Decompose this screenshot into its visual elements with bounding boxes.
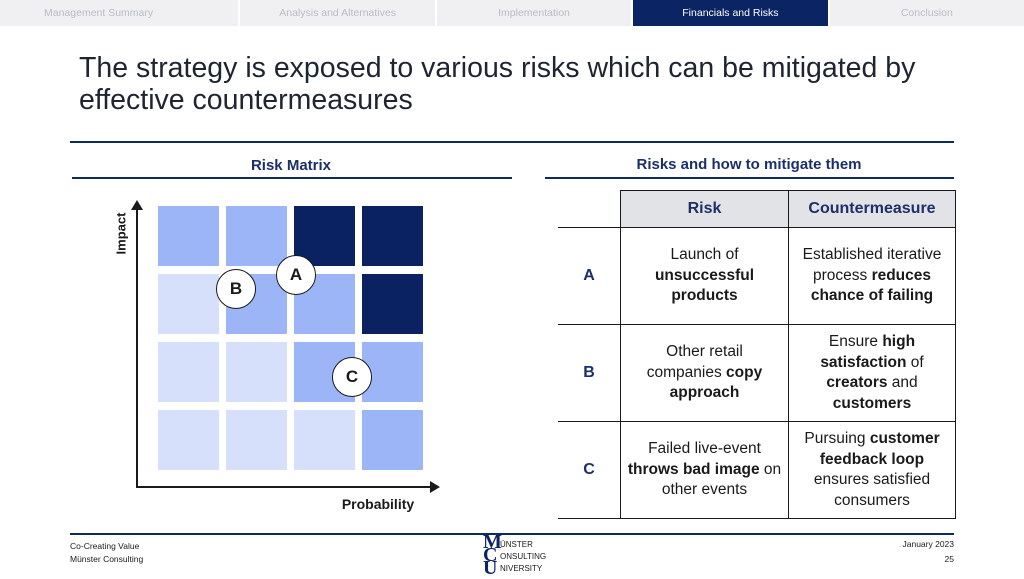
risk-table: Risk Countermeasure A Launch of unsucces… <box>558 190 956 519</box>
section-nav: Management Summary Analysis and Alternat… <box>0 0 1024 26</box>
risk-matrix-heading-line <box>72 177 512 179</box>
table-row: B Other retail companies copy approach E… <box>558 324 956 422</box>
matrix-cell <box>362 410 423 470</box>
logo-letter-u: U <box>483 557 498 579</box>
matrix-cell <box>226 410 287 470</box>
header-blank <box>558 191 621 228</box>
risk-letter: B <box>558 324 621 422</box>
tab-financials-and-risks[interactable]: Financials and Risks <box>633 0 830 26</box>
table-row: C Failed live-event throws bad image on … <box>558 421 956 519</box>
matrix-cell <box>158 342 219 402</box>
title-divider <box>70 141 954 143</box>
matrix-cell <box>226 206 287 266</box>
footer-date: January 2023 <box>902 539 954 549</box>
risk-cell: Other retail companies copy approach <box>620 324 789 422</box>
countermeasure-cell: Ensure high satisfaction of creators and… <box>788 324 956 422</box>
matrix-cell <box>362 342 423 402</box>
matrix-cell <box>294 410 355 470</box>
probability-axis <box>136 486 432 488</box>
matrix-cell <box>362 274 423 334</box>
risk-cell: Failed live-event throws bad image on ot… <box>620 421 789 519</box>
risk-letter: A <box>558 227 621 325</box>
mitigation-heading: Risks and how to mitigate them <box>636 156 862 173</box>
impact-axis-arrow <box>131 200 143 210</box>
countermeasure-cell: Pursuing customer feedback loop ensures … <box>788 421 956 519</box>
page-number: 25 <box>944 554 954 564</box>
logo-letter-m: M <box>483 531 502 553</box>
tab-analysis-and-alternatives[interactable]: Analysis and Alternatives <box>240 0 437 26</box>
probability-axis-arrow <box>430 481 440 493</box>
logo-word-3: NIVERSITY <box>500 564 543 573</box>
tab-management-summary[interactable]: Management Summary <box>0 0 241 26</box>
risk-letter: C <box>558 421 621 519</box>
matrix-cell <box>158 410 219 470</box>
matrix-cell <box>362 206 423 266</box>
probability-axis-label: Probability <box>341 496 415 512</box>
logo-word-2: ONSULTING <box>500 552 547 561</box>
logo-letter-c: C <box>483 544 498 566</box>
tab-implementation[interactable]: Implementation <box>436 0 634 26</box>
footer-divider <box>70 533 954 535</box>
risk-table-header: Risk Countermeasure <box>558 190 956 228</box>
header-risk: Risk <box>620 190 789 228</box>
risk-cell: Launch of unsuccessful products <box>620 227 789 325</box>
footer-company: Münster Consulting <box>70 554 144 564</box>
risk-marker-a: A <box>276 255 316 295</box>
risk-marker-b: B <box>216 269 256 309</box>
header-countermeasure: Countermeasure <box>788 190 956 228</box>
mitigation-heading-line <box>545 177 954 179</box>
impact-axis <box>136 208 138 488</box>
table-row: A Launch of unsuccessful products Establ… <box>558 227 956 325</box>
countermeasure-cell: Established iterative process reduces ch… <box>788 227 956 325</box>
matrix-cell <box>158 274 219 334</box>
tab-conclusion[interactable]: Conclusion <box>829 0 1024 26</box>
footer-tagline: Co-Creating Value <box>70 541 140 551</box>
matrix-cell <box>158 206 219 266</box>
logo-word-1: ÜNSTER <box>500 540 533 549</box>
university-logo: M C U ÜNSTER ONSULTING NIVERSITY <box>483 531 547 579</box>
risk-marker-c: C <box>332 357 372 397</box>
matrix-cell <box>226 342 287 402</box>
page-title: The strategy is exposed to various risks… <box>79 52 916 116</box>
impact-axis-label: Impact <box>113 212 129 255</box>
risk-matrix-heading: Risk Matrix <box>250 157 332 174</box>
